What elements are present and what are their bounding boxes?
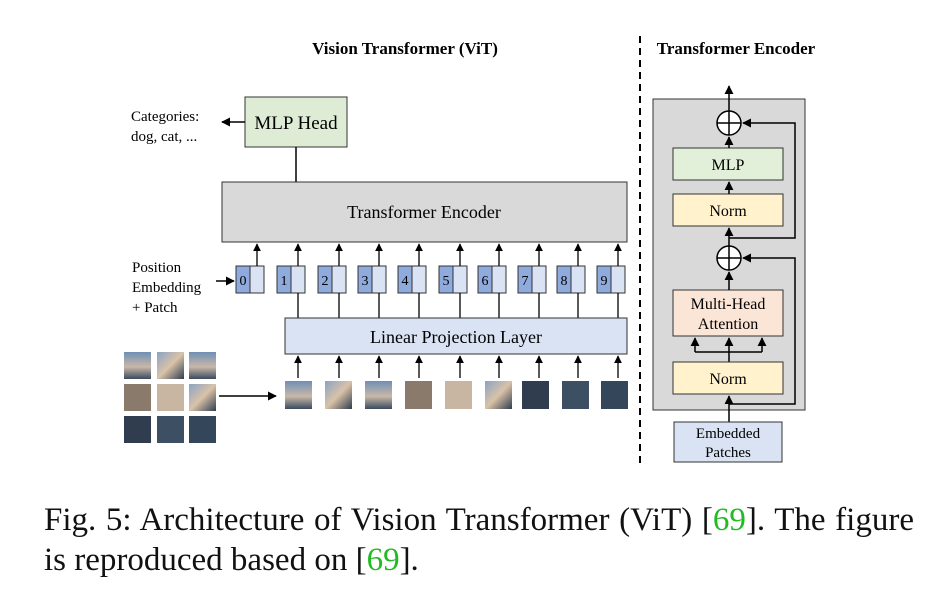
token-5-label: 5 [443,274,450,289]
token-3-label: 3 [362,274,369,289]
position-label-2: Embedding [132,280,202,296]
norm-top-box [672,193,784,227]
token-0: 0 [235,243,265,294]
caption-ref-1[interactable]: 69 [712,502,746,538]
transformer-encoder-box [221,181,628,243]
linear-projection-box [284,317,628,355]
norm-bottom-box [672,361,784,395]
token-6: 6 [477,243,507,318]
categories-label: Categories: [131,109,199,125]
attention-label-2: Attention [698,316,758,333]
attention-label-1: Multi-Head [691,296,766,313]
norm-top-label: Norm [709,203,747,220]
encoder-title: Transformer Encoder [657,39,816,58]
skip-connection-bottom [729,253,796,405]
token-7: 7 [517,243,547,318]
token-8: 8 [556,243,586,318]
attention-box [672,289,784,337]
token-9: 9 [596,243,626,318]
token-0-label: 0 [240,274,247,289]
token-4: 4 [397,243,427,318]
position-label-3: + Patch [132,300,178,316]
mlp-box [672,147,784,181]
caption-prefix: Fig. 5: Architecture of Vision Transform… [44,502,713,538]
norm-bottom-label: Norm [709,371,747,388]
token-8-label: 8 [561,274,568,289]
token-2: 2 [317,243,347,318]
categories-values: dog, cat, ... [131,129,197,145]
vit-title: Vision Transformer (ViT) [312,39,498,58]
token-9-label: 9 [601,274,608,289]
embedded-label-1: Embedded [696,426,761,442]
token-4-label: 4 [402,274,409,289]
token-3: 3 [357,243,387,318]
caption-ref-2[interactable]: 69 [366,542,400,578]
patch-sequence [285,381,628,409]
token-7-label: 7 [522,274,529,289]
caption-middle: ]. The figure is reproduced based on [ [44,502,914,578]
token-2-label: 2 [322,274,329,289]
token-5: 5 [438,243,468,318]
caption-suffix: ]. [399,542,419,578]
skip-connection-top [729,118,796,239]
position-label-1: Position [132,260,182,276]
mlp-head-label: MLP Head [254,113,338,134]
mlp-head-box [244,96,348,148]
patch-input-arrows [294,355,622,378]
embedded-label-2: Patches [705,445,751,461]
token-1: 1 [276,243,306,318]
figure-caption: Fig. 5: Architecture of Vision Transform… [44,500,914,580]
token-row: 0 1 2 3 4 5 6 7 8 9 [235,243,626,318]
linear-projection-label: Linear Projection Layer [370,327,542,347]
mlp-label: MLP [712,157,745,174]
input-image-patches [124,352,216,443]
transformer-encoder-label: Transformer Encoder [347,202,501,222]
token-6-label: 6 [482,274,489,289]
token-1-label: 1 [281,274,288,289]
embedded-patches-box [673,421,783,463]
